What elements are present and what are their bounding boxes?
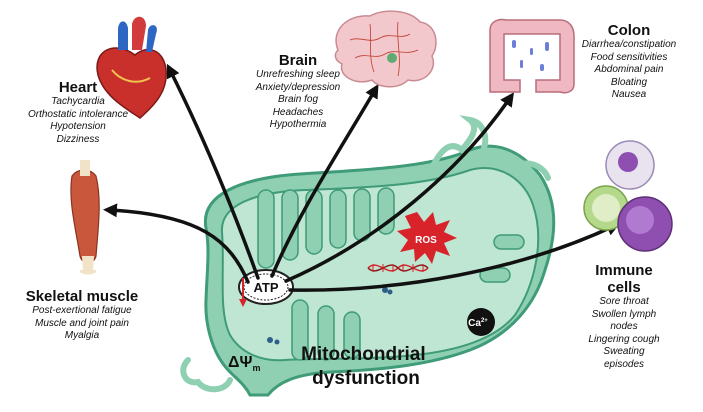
colon-symptom: Nausea — [611, 89, 647, 100]
ros-label: ROS — [415, 235, 437, 246]
skeletal-muscle-block: Skeletal muscle Post-exertional fatigue … — [26, 288, 139, 343]
calcium-charge: 2+ — [481, 318, 488, 324]
immune-cells-symptom: Lingering cough — [588, 333, 660, 345]
brain-symptom: Brain fog — [277, 94, 319, 105]
brain-symptom: Anxiety/depression — [255, 81, 341, 93]
arrow-to-heart — [166, 63, 260, 280]
immune-cells-block: Immune cells Sore throat Swollen lymph n… — [585, 262, 664, 371]
mtdna-icon — [367, 264, 429, 272]
arrow-to-brain — [270, 83, 379, 278]
skeletal-muscle-icon — [70, 160, 100, 275]
brain-symptom: Hypothermia — [269, 119, 327, 130]
arrow-to-immune — [288, 222, 621, 292]
heart-symptom: Tachycardia — [51, 96, 105, 107]
heart-icon — [96, 16, 167, 119]
membrane-potential-symbol: ΔΨ — [228, 354, 253, 371]
calcium-label: Ca2+ — [468, 318, 488, 329]
membrane-potential-subscript: m — [252, 363, 260, 373]
skeletal-muscle-symptom: Myalgia — [64, 330, 100, 341]
skeletal-muscle-symptom: Post-exertional fatigue — [32, 305, 132, 316]
title-line-1: Mitochondrial — [301, 344, 426, 365]
heart-symptom: Hypotension — [50, 121, 106, 132]
title-line-2: dysfunction — [312, 368, 420, 389]
colon-symptom: Diarrhea/constipation — [581, 39, 677, 50]
colon-symptom: Food sensitivities — [590, 51, 668, 63]
skeletal-muscle-title: Skeletal muscle — [25, 288, 139, 305]
colon-symptom: Bloating — [610, 76, 648, 88]
ros-starburst — [397, 212, 457, 264]
heart-symptom: Orthostatic intolerance — [27, 108, 129, 120]
arrow-to-muscle — [103, 203, 250, 284]
membrane-potential-label: ΔΨm — [228, 354, 260, 373]
mitochondrion-granules — [267, 287, 393, 345]
mitochondrion-outer-blobs — [180, 115, 551, 393]
brain-symptom: Unrefreshing sleep — [256, 69, 340, 80]
colon-symptom: Abdominal pain — [594, 64, 664, 75]
colon-title: Colon — [607, 22, 651, 39]
atp-synthase — [238, 269, 294, 305]
atp-label: ATP — [253, 280, 278, 295]
immune-cells-title: Immune cells — [595, 262, 653, 296]
skeletal-muscle-symptom: Muscle and joint pain — [35, 317, 129, 329]
heart-title: Heart — [58, 79, 98, 96]
immune-cells-symptom: Swollen lymph nodes — [591, 308, 657, 333]
immune-cells-symptom: Sweating episodes — [603, 346, 645, 370]
colon-block: Colon Diarrhea/constipation Food sensiti… — [582, 22, 677, 102]
brain-icon — [334, 10, 437, 88]
brain-symptom: Headaches — [272, 106, 324, 118]
heart-block: Heart Tachycardia Orthostatic intoleranc… — [28, 79, 128, 146]
colon-icon — [489, 18, 575, 94]
brain-block: Brain Unrefreshing sleep Anxiety/depress… — [256, 52, 341, 132]
calcium-symbol: Ca — [468, 318, 481, 329]
heart-symptom: Dizziness — [56, 133, 100, 145]
brain-title: Brain — [278, 52, 318, 69]
arrow-to-colon — [284, 92, 514, 283]
arrows — [103, 63, 621, 292]
immune-cells-symptom: Sore throat — [599, 296, 649, 307]
immune-cells-icon — [583, 140, 673, 252]
mitochondrial-dysfunction-title: Mitochondrial dysfunction — [301, 344, 431, 389]
calcium-ion — [467, 308, 495, 336]
